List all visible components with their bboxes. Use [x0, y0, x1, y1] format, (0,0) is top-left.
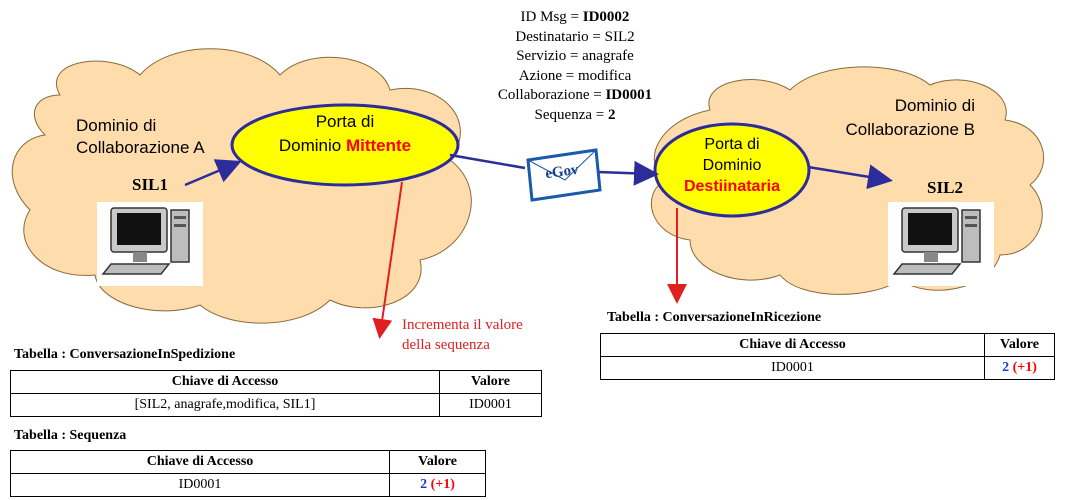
header-valore: Valore	[439, 370, 542, 394]
sequence-value: 2	[420, 477, 428, 492]
header-valore: Valore	[389, 450, 486, 474]
domain-a-line1: Dominio di	[76, 116, 157, 135]
arrow-envelope-to-receiver-gateway	[597, 160, 659, 186]
increment-note: Incrementa il valore della sequenza	[402, 315, 562, 355]
table-header-row: Chiave di Accesso Valore	[10, 370, 542, 394]
table-conv-spedizione-title: Tabella : ConversazioneInSpedizione	[14, 347, 236, 362]
ricezione-increment: (+1)	[1012, 360, 1037, 375]
msg-id-label: ID Msg =	[520, 9, 583, 25]
receiver-gateway-label: Porta di Dominio Destiinataria	[662, 134, 802, 197]
msg-seq-label: Sequenza =	[534, 106, 608, 123]
sender-gateway-highlight: Mittente	[345, 136, 412, 155]
arrow-sender-gateway-to-envelope	[449, 153, 526, 170]
msg-seq-value: 2	[607, 106, 616, 123]
arrow-receiver-gateway-to-sil2	[807, 164, 893, 190]
msg-servizio: Servizio = anagrafe	[516, 48, 634, 64]
message-header-info: ID Msg = ID0002 Destinatario = SIL2 Serv…	[470, 8, 680, 125]
arrow-sil1-to-sender-gateway	[184, 159, 242, 187]
msg-seq-line: Sequenza = 2	[470, 106, 680, 126]
table-row: ID0001 2 (+1)	[600, 356, 1055, 380]
sil1-label: SIL1	[132, 175, 168, 194]
domain-b-line2: Collaborazione B	[845, 120, 975, 139]
table-row: [SIL2, anagrafe,modifica, SIL1] ID0001	[10, 393, 542, 417]
table-sequenza-title: Tabella : Sequenza	[14, 428, 127, 443]
sil2-label: SIL2	[927, 178, 963, 197]
header-chiave: Chiave di Accesso	[10, 370, 440, 394]
ricezione-value: 2	[1002, 360, 1010, 375]
cell-key: ID0001	[600, 356, 985, 380]
receiver-gateway-line2: Dominio	[702, 157, 762, 174]
sequence-increment: (+1)	[430, 477, 455, 492]
domain-b-line1: Dominio di	[894, 96, 975, 115]
msg-collab-label: Collaborazione =	[497, 87, 606, 103]
domain-a-label: Dominio di Collaborazione A	[76, 115, 246, 159]
table-sequenza: Chiave di Accesso Valore ID0001 2 (+1)	[10, 450, 486, 497]
sender-gateway-line2: Dominio Mittente	[250, 134, 440, 158]
msg-id-line: ID Msg = ID0002	[470, 8, 680, 28]
table-conv-ricezione: Chiave di Accesso Valore ID0001 2 (+1)	[600, 333, 1055, 380]
increment-note-line2: della sequenza	[402, 337, 490, 353]
table-conv-ricezione-title: Tabella : ConversazioneInRicezione	[607, 310, 822, 325]
table-row: ID0001 2 (+1)	[10, 473, 486, 497]
sender-gateway-line1: Porta di	[315, 112, 375, 131]
cell-key: ID0001	[10, 473, 390, 497]
msg-id-value: ID0002	[582, 9, 630, 25]
receiver-gateway-highlight: Destiinataria	[683, 178, 781, 195]
cell-value: 2 (+1)	[389, 473, 486, 497]
computer-icon-sil1	[97, 202, 203, 286]
header-chiave: Chiave di Accesso	[600, 333, 985, 357]
table-header-row: Chiave di Accesso Valore	[10, 450, 486, 474]
msg-collab-value: ID0001	[605, 87, 653, 103]
cell-key: [SIL2, anagrafe,modifica, SIL1]	[10, 393, 440, 417]
sender-gateway-line2-prefix: Dominio	[278, 136, 346, 155]
receiver-gateway-line1: Porta di	[704, 136, 760, 153]
domain-a-line2: Collaborazione A	[76, 138, 205, 157]
cell-value: ID0001	[439, 393, 542, 417]
egov-envelope-icon	[526, 148, 602, 202]
msg-destinatario: Destinatario = SIL2	[515, 28, 635, 45]
header-valore: Valore	[984, 333, 1055, 357]
msg-collab-line: Collaborazione = ID0001	[470, 86, 680, 106]
increment-note-line1: Incrementa il valore	[402, 317, 523, 333]
sender-gateway-label: Porta di Dominio Mittente	[250, 110, 440, 158]
msg-azione: Azione = modifica	[518, 67, 632, 84]
arrow-sender-gateway-increment	[372, 181, 403, 339]
cell-value: 2 (+1)	[984, 356, 1055, 380]
table-conv-spedizione: Chiave di Accesso Valore [SIL2, anagrafe…	[10, 370, 542, 417]
table-header-row: Chiave di Accesso Valore	[600, 333, 1055, 357]
header-chiave: Chiave di Accesso	[10, 450, 390, 474]
computer-icon-sil2	[888, 202, 994, 286]
domain-b-label: Dominio di Collaborazione B	[810, 94, 975, 142]
sender-gateway-ellipse	[230, 103, 460, 187]
